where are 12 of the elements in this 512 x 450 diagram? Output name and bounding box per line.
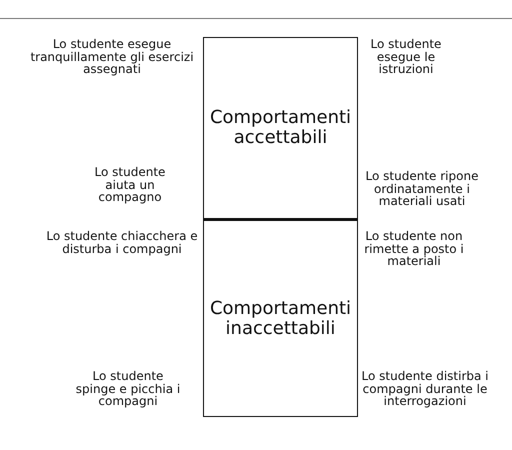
behavior-text: Lo studente ripone ordinatamente i materiali usati bbox=[364, 170, 480, 208]
category-title: Comportamenti inaccettabili bbox=[208, 298, 352, 338]
behavior-text: Lo studente non rimette a posto i materiali bbox=[363, 230, 465, 268]
behavior-text: Lo studente chiacchera e disturba i compagni bbox=[45, 230, 199, 256]
behavior-text: Lo studente spinge e picchia i compagni bbox=[74, 370, 182, 408]
category-title: Comportamenti accettabili bbox=[208, 108, 352, 148]
behavior-text: Lo studente distirba i compagni durante le interrogazioni bbox=[360, 370, 490, 408]
behavior-text: Lo studente aiuta un compagno bbox=[94, 166, 166, 204]
behavior-text: Lo studente esegue le istruzioni bbox=[370, 38, 442, 76]
category-box bbox=[203, 218, 358, 417]
behavior-text: Lo studente esegue tranquillamente gli esercizi assegnati bbox=[29, 38, 195, 76]
category-box bbox=[203, 37, 358, 219]
